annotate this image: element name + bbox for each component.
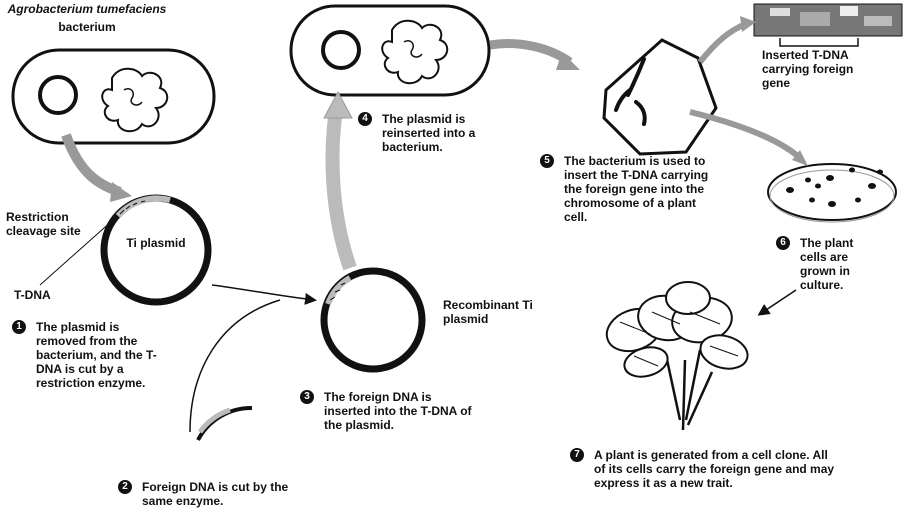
foreign-dna-fragment xyxy=(198,408,252,440)
petri-dish xyxy=(768,164,896,222)
step-text: The plasmid is removed from the bacteriu… xyxy=(36,320,166,390)
plant-cell xyxy=(604,40,716,154)
inserted-tdna-label: Inserted T-DNA carrying foreign gene xyxy=(762,48,872,90)
step-badge: 6 xyxy=(776,236,790,250)
plant xyxy=(601,282,751,430)
bacterium-cell-left xyxy=(13,50,214,143)
bacterium-cell-top xyxy=(291,6,489,95)
organism-title: Agrobacterium tumefaciens xyxy=(2,2,172,16)
restriction-site-label: Restriction cleavage site xyxy=(6,210,86,238)
ti-plasmid-label: Ti plasmid xyxy=(126,236,186,250)
recombinant-plasmid xyxy=(324,271,422,369)
step-text: A plant is generated from a cell clone. … xyxy=(594,448,842,490)
chromosome-strip xyxy=(754,4,902,46)
step-text: The bacterium is used to insert the T-DN… xyxy=(564,154,716,224)
arrow-dish-to-plant xyxy=(760,290,796,314)
step-text: The plant cells are grown in culture. xyxy=(800,236,882,292)
arrow-bacterium-to-plasmid xyxy=(66,135,132,202)
recombinant-plasmid-label: Recombinant Ti plasmid xyxy=(443,298,533,326)
step-badge: 2 xyxy=(118,480,132,494)
arrow-bacterium-to-plant-cell xyxy=(490,44,580,70)
step-text: Foreign DNA is cut by the same enzyme. xyxy=(142,480,292,508)
step-badge: 4 xyxy=(358,112,372,126)
step-badge: 7 xyxy=(570,448,584,462)
step-text: The plasmid is reinserted into a bacteri… xyxy=(382,112,512,154)
arrow-plasmid-to-recombinant xyxy=(212,285,314,300)
step-text: The foreign DNA is inserted into the T-D… xyxy=(324,390,474,432)
arrow-recombinant-to-bacterium xyxy=(324,92,352,268)
arrow-cell-to-chromosome xyxy=(700,16,756,62)
organism-subtitle: bacterium xyxy=(2,20,172,34)
step-badge: 1 xyxy=(12,320,26,334)
step-badge: 3 xyxy=(300,390,314,404)
tdna-label: T-DNA xyxy=(14,288,74,302)
step-badge: 5 xyxy=(540,154,554,168)
ti-plasmid xyxy=(104,198,208,302)
